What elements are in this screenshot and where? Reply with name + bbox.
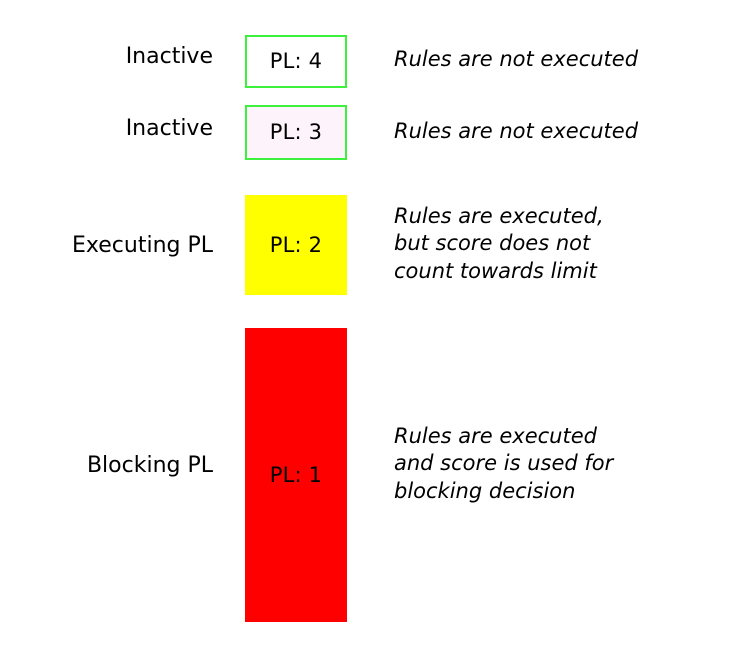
- status-label-pl-1: Blocking PL: [86, 453, 213, 478]
- description-pl-2: Rules are executed, but score does not c…: [394, 203, 724, 285]
- pl-box-3: PL: 3: [245, 105, 347, 160]
- description-line: and score is used for: [394, 451, 614, 476]
- status-label-pl-4: Inactive: [125, 44, 213, 69]
- description-pl-1: Rules are executed and score is used for…: [394, 423, 724, 505]
- description-line: Rules are not executed: [394, 47, 639, 71]
- status-label-pl-3: Inactive: [125, 116, 213, 141]
- description-line: blocking decision: [394, 478, 576, 503]
- status-label-pl-2: Executing PL: [72, 233, 213, 258]
- pl-box-label-2: PL: 2: [269, 232, 323, 257]
- description-line: Rules are executed: [394, 424, 597, 448]
- description-pl-4: Rules are not executed: [394, 46, 724, 73]
- pl-box-label-1: PL: 1: [269, 462, 323, 487]
- pl-box-2: PL: 2: [245, 195, 347, 295]
- description-line: but score does not: [394, 231, 591, 256]
- description-line: Rules are executed,: [394, 204, 604, 228]
- description-line: Rules are not executed: [394, 119, 639, 143]
- pl-box-1: PL: 1: [245, 328, 347, 622]
- description-line: count towards limit: [394, 258, 597, 283]
- description-pl-3: Rules are not executed: [394, 118, 724, 145]
- pl-box-4: PL: 4: [245, 35, 347, 88]
- pl-box-label-3: PL: 3: [269, 120, 323, 144]
- pl-box-label-4: PL: 4: [269, 49, 323, 73]
